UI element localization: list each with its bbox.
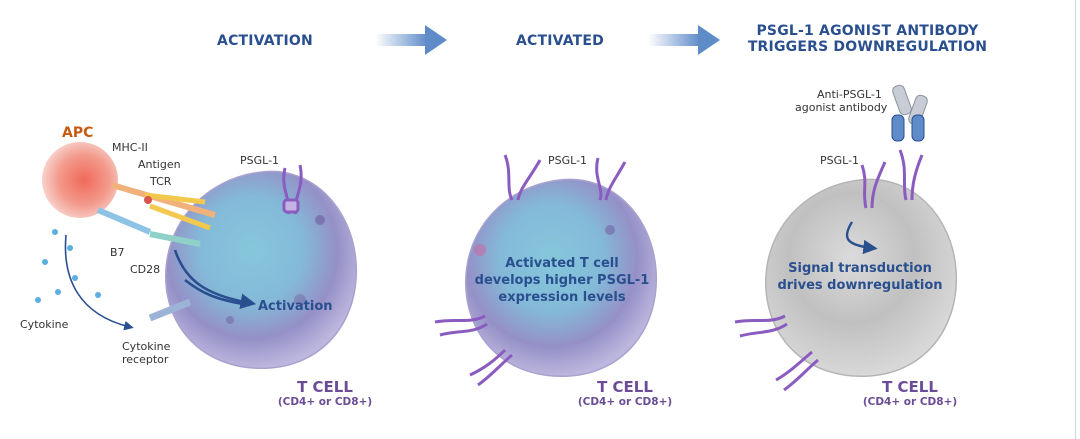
cytokine-receptor-line1: Cytokine [122, 340, 171, 353]
right-border [1075, 0, 1076, 439]
activated-line1: Activated T cell [505, 256, 619, 271]
activated-description: Activated T cell develops higher PSGL-1 … [462, 255, 662, 306]
psgl1-label-p2: PSGL-1 [548, 154, 588, 167]
psgl1-label-p3: PSGL-1 [820, 154, 860, 167]
t-cell-title-p1: T CELL [297, 378, 353, 396]
activated-line2: develops higher PSGL-1 [474, 273, 650, 288]
antibody-line2: agonist antibody [795, 101, 888, 114]
signal-line1: Signal transduction [788, 261, 932, 276]
psgl1-receptor-p1 [282, 164, 303, 215]
cytokine-arrow [64, 234, 134, 331]
cd28-label: CD28 [130, 263, 161, 276]
signal-arrow [845, 221, 878, 255]
t-cell-downregulated [765, 178, 958, 377]
agonist-antibody [891, 84, 928, 142]
signal-line2: drives downregulation [777, 278, 943, 293]
signal-description: Signal transduction drives downregulatio… [760, 260, 960, 294]
cytokine-dots [35, 229, 101, 303]
psgl1-label-p1: PSGL-1 [240, 154, 280, 167]
heading-agonist: PSGL-1 AGONIST ANTIBODY TRIGGERS DOWNREG… [745, 23, 990, 55]
t-cell-sub-p3: (CD4+ or CD8+) [862, 396, 958, 408]
psgl1-receptors-p2 [434, 154, 627, 387]
t-cell-title-p3: T CELL [882, 378, 938, 396]
t-cell-activation [165, 170, 358, 369]
psgl1-receptors-p3 [734, 149, 924, 392]
antibody-label: Anti-PSGL-1 agonist antibody [795, 88, 887, 114]
t-cell-title-p2: T CELL [597, 378, 653, 396]
heading-activated: ACTIVATED [515, 33, 605, 49]
heading-agonist-line1: PSGL-1 AGONIST ANTIBODY [756, 23, 979, 39]
activation-arrow-top [173, 249, 257, 310]
cytokine-receptor-label: Cytokine receptor [122, 340, 170, 366]
antigen-label: Antigen [138, 158, 181, 171]
t-cell-sub-p2: (CD4+ or CD8+) [577, 396, 673, 408]
t-cell-activated [465, 178, 658, 377]
heading-agonist-line2: TRIGGERS DOWNREGULATION [747, 39, 988, 55]
heading-activation: ACTIVATION [217, 33, 313, 49]
activation-arrow-bottom [184, 278, 251, 307]
apc-cell [42, 142, 118, 218]
antibody-line1: Anti-PSGL-1 [817, 88, 882, 101]
cytokine-label: Cytokine [20, 318, 69, 331]
mhc-label: MHC-II [112, 141, 148, 154]
step-arrow-1 [375, 25, 447, 55]
tcr-label: TCR [150, 175, 172, 188]
cytokine-receptor-line2: receptor [122, 353, 169, 366]
apc-label: APC [62, 125, 94, 141]
activation-label: Activation [258, 299, 333, 314]
b7-label: B7 [110, 246, 125, 259]
receptor-complex [96, 182, 216, 322]
activated-line3: expression levels [498, 290, 626, 305]
step-arrow-2 [648, 25, 720, 55]
t-cell-sub-p1: (CD4+ or CD8+) [277, 396, 373, 408]
